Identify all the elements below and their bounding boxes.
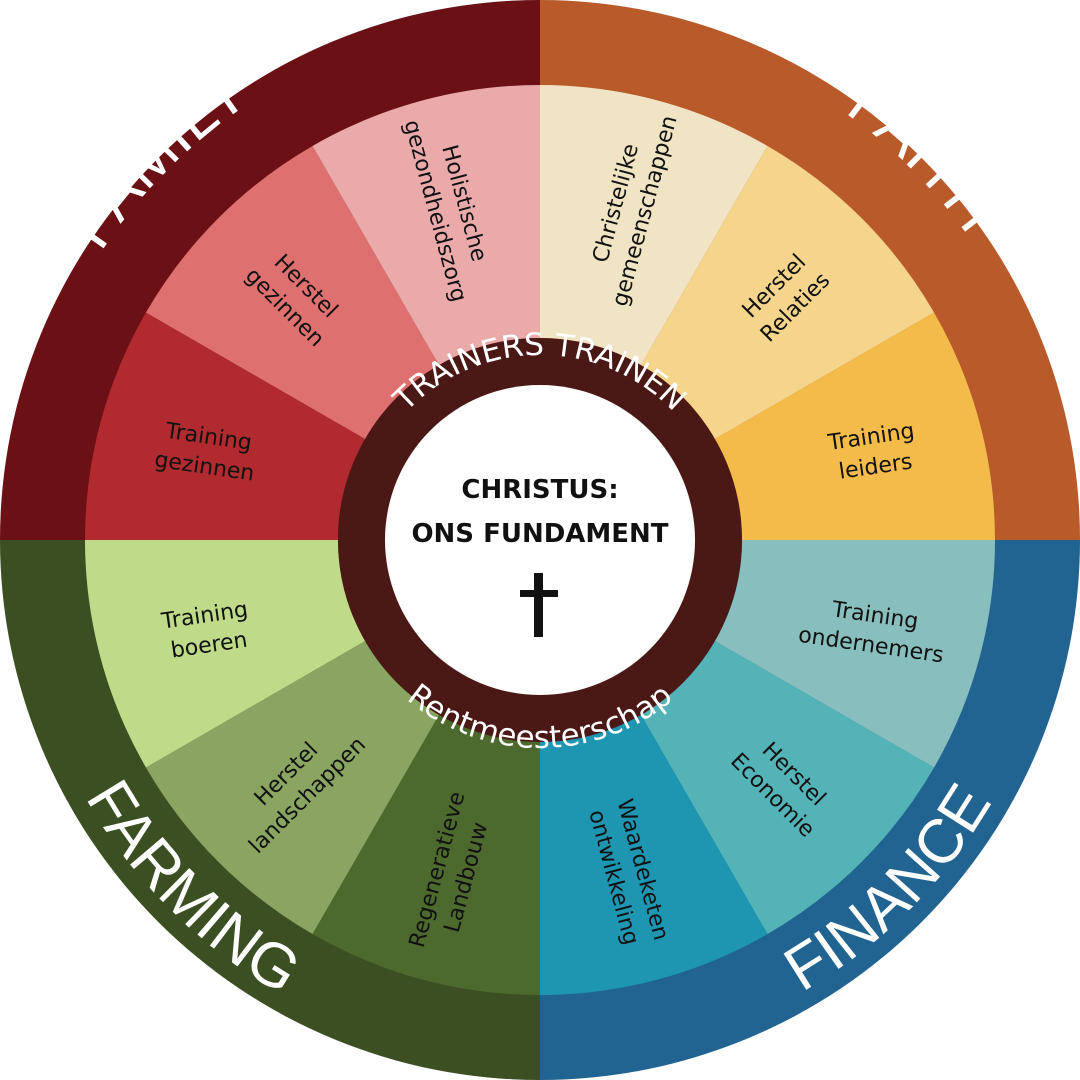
center-title-line2: ONS FUNDAMENT (411, 519, 668, 549)
segment-waardeketen-ontwikkeling (540, 714, 768, 995)
segment-training-ondernemers (714, 540, 995, 768)
cross-icon (520, 573, 558, 637)
segment-herstel-economie (641, 641, 935, 935)
segment-training-gezinnen (85, 312, 366, 540)
segment-training-leiders (714, 312, 995, 540)
segment-christelijke-gemeenschappen (540, 85, 768, 366)
segment-holistische-gezondheidszorg (312, 85, 540, 366)
segment-herstel-relaties (641, 145, 935, 439)
segment-herstel-landschappen (145, 641, 439, 935)
segments-layer (85, 85, 995, 995)
segment-regeneratieve-landbouw (312, 714, 540, 995)
center-title-line1: CHRISTUS: (461, 475, 618, 505)
center-circle (385, 385, 695, 695)
segment-training-boeren (85, 540, 366, 768)
segment-herstel-gezinnen (145, 145, 439, 439)
